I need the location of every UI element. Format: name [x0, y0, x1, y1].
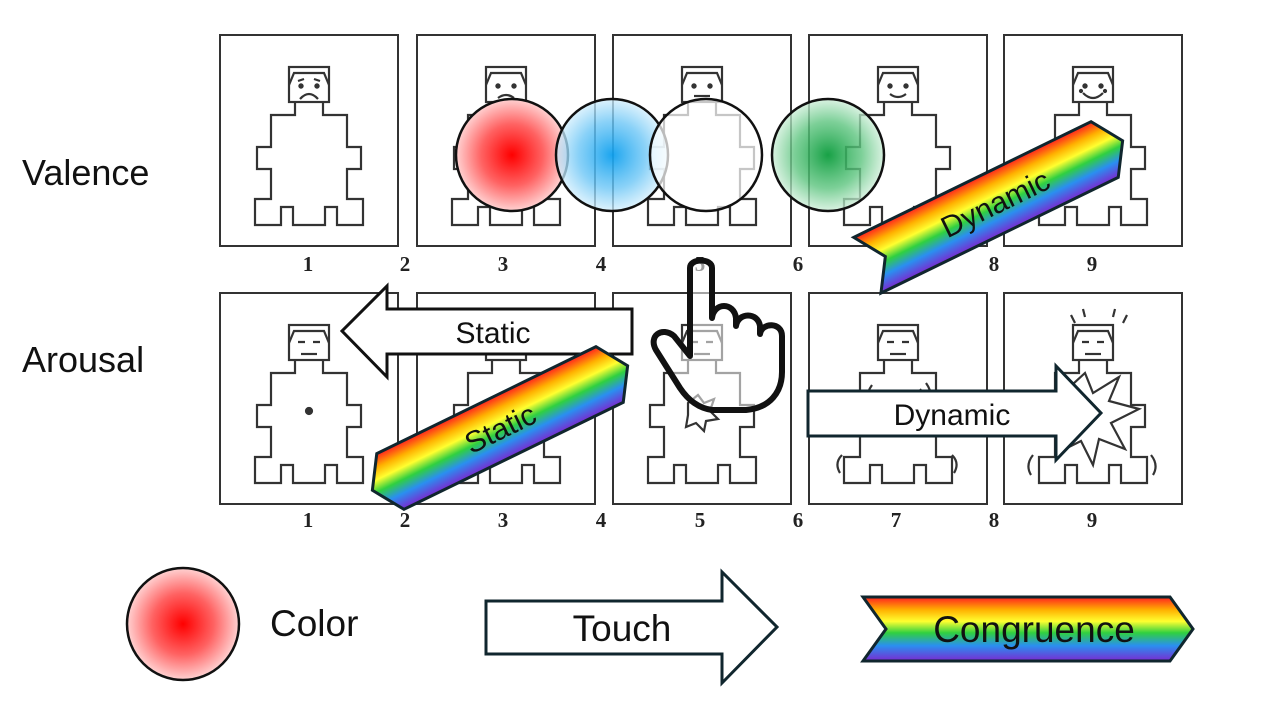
arousal-number-3: 3 — [498, 508, 509, 532]
red-color-circle — [454, 97, 570, 213]
arousal-dynamic-arrow: Dynamic — [806, 362, 1104, 464]
valence-number-4: 4 — [596, 252, 607, 276]
green-color-circle — [770, 97, 886, 213]
arousal-number-7: 7 — [891, 508, 902, 532]
arousal-number-8: 8 — [989, 508, 1000, 532]
valence-label: Valence — [22, 152, 149, 193]
arousal-number-4: 4 — [596, 508, 607, 532]
legend-color-label: Color — [270, 603, 358, 644]
color-circle-icon — [125, 566, 241, 682]
valence-number-3: 3 — [498, 252, 509, 276]
white-color-circle — [648, 97, 764, 213]
legend-touch-label: Touch — [573, 608, 672, 649]
sam-figure-icon — [219, 34, 399, 247]
valence-number-9: 9 — [1087, 252, 1098, 276]
legend: Color Touch Congruence — [125, 566, 1195, 687]
touch-arrow-icon — [484, 568, 780, 687]
valence-number-1: 1 — [303, 252, 314, 276]
arousal-dynamic-arrow-label: Dynamic — [894, 399, 1011, 432]
valence-color-circles — [454, 97, 886, 213]
arousal-static-arrow-label: Static — [455, 317, 530, 350]
congruence-ribbon-icon — [860, 595, 1195, 663]
arousal-number-9: 9 — [1087, 508, 1098, 532]
legend-congruence: Congruence — [860, 595, 1195, 663]
valence-number-8: 8 — [989, 252, 1000, 276]
valence-number-6: 6 — [793, 252, 804, 276]
valence-number-2: 2 — [400, 252, 411, 276]
legend-congruence-label: Congruence — [933, 609, 1135, 650]
arousal-number-1: 1 — [303, 508, 314, 532]
arousal-scale-numbers: 1 2 3 4 5 6 7 8 9 — [303, 508, 1098, 532]
arousal-number-2: 2 — [400, 508, 411, 532]
pointing-hand-icon — [650, 257, 785, 413]
arousal-label: Arousal — [22, 339, 144, 380]
arousal-number-5: 5 — [695, 508, 706, 532]
legend-color: Color — [125, 566, 358, 682]
arousal-number-6: 6 — [793, 508, 804, 532]
arousal-static-ribbon: Static — [370, 344, 630, 512]
legend-touch: Touch — [484, 568, 780, 687]
